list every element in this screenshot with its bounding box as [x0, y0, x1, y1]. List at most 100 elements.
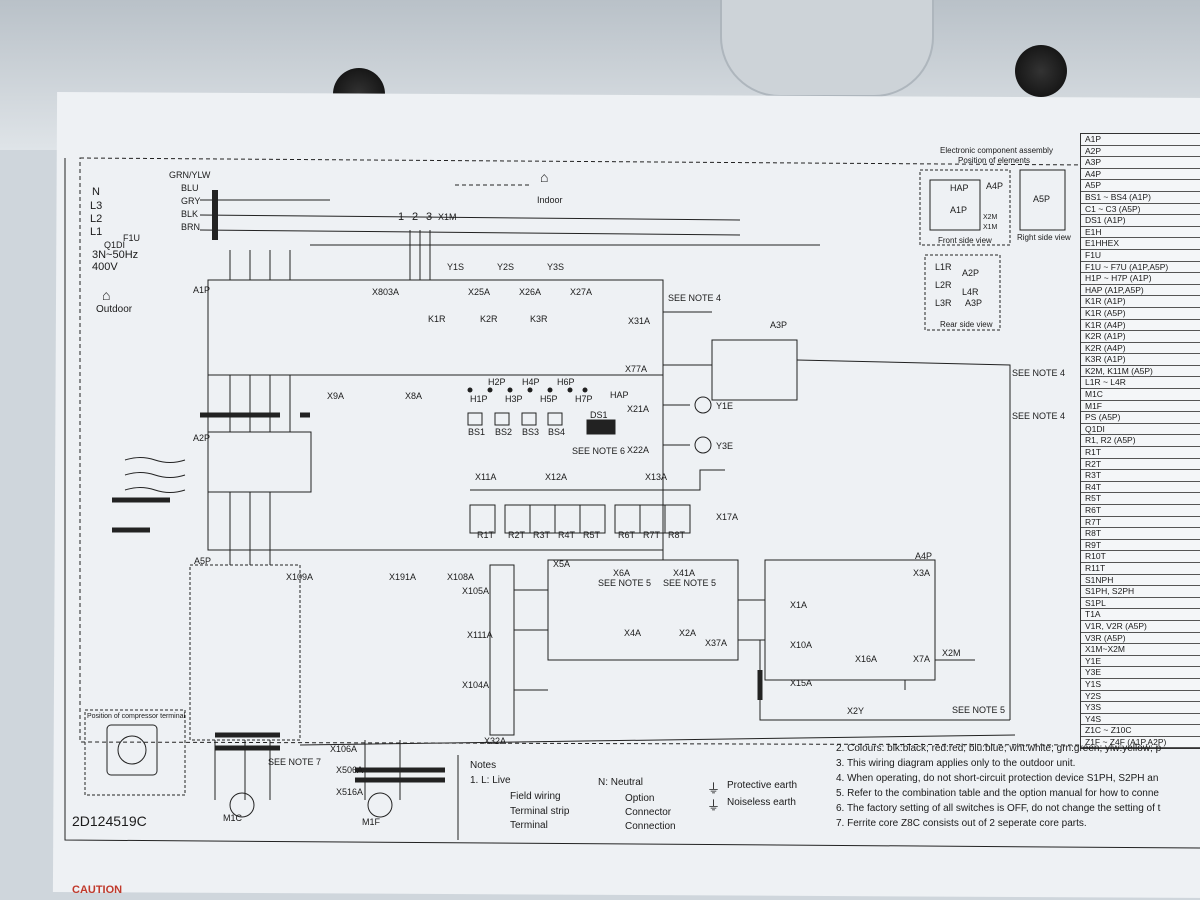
see-note-7: SEE NOTE 7: [268, 757, 322, 767]
legend-row: R2T: [1081, 459, 1200, 471]
conn-x104a: X104A: [462, 680, 490, 690]
legend-row: Z1F ~ Z4F (A1P,A2P): [1081, 737, 1200, 749]
terminal-n: N: [92, 186, 100, 198]
conn-x2m: X2M: [942, 648, 961, 658]
board-a5p: A5P: [194, 556, 212, 566]
motor-m1f: M1F: [362, 817, 380, 827]
conn-x105a: X105A: [462, 586, 490, 596]
solenoid-y2s: Y2S: [497, 262, 515, 272]
legend-row: F1U: [1081, 250, 1200, 262]
note-2: 2. Colours: blk:black; red:red; blu:blue…: [836, 743, 1162, 754]
document-id: 2D124519C: [72, 813, 147, 829]
legend-row: R3T: [1081, 470, 1200, 482]
terminal-l3: L3: [90, 200, 103, 212]
x1m-terminal-1: 1: [398, 211, 405, 223]
supply-line2: 400V: [92, 261, 118, 273]
a4p-box: [764, 559, 936, 681]
front-item-x1m: X1M: [983, 224, 998, 231]
motor-m1c: M1C: [223, 813, 243, 823]
option-box: [547, 559, 739, 661]
legend-row: K1R (A4P): [1081, 320, 1200, 332]
a3p-box: [711, 339, 798, 401]
conn-x7a: X7A: [913, 654, 931, 664]
board-a1p: A1P: [193, 285, 211, 295]
protective-earth-icon: ⏚: [707, 781, 721, 796]
legend-row: HAP (A1P,A5P): [1081, 285, 1200, 297]
legend-row: K2R (A4P): [1081, 343, 1200, 355]
legend-row: T1A: [1081, 609, 1200, 621]
front-item-a4p: A4P: [986, 181, 1004, 191]
symbol-field-wiring: Field wiring: [510, 791, 561, 802]
thermistor-r7t: R7T: [643, 530, 661, 540]
x32a-strip: [489, 564, 515, 736]
front-item-x2m: X2M: [983, 214, 998, 221]
conn-x37a: X37A: [705, 638, 728, 648]
a1p-lower: [207, 374, 664, 551]
conn-x3a: X3A: [913, 568, 931, 578]
thermistor-r2t: R2T: [508, 530, 526, 540]
conn-x506a: X506A: [336, 765, 364, 775]
note-5: 5. Refer to the combination table and th…: [836, 788, 1159, 799]
rear-item-a2p: A2P: [962, 268, 980, 278]
legend-row: K1R (A1P): [1081, 296, 1200, 308]
symbol-protective-earth: Protective earth: [727, 780, 798, 791]
motor-y3e: Y3E: [716, 441, 734, 451]
x1m-label: X1M: [438, 212, 457, 222]
switch-bs4: BS4: [548, 427, 566, 437]
led-h1p: H1P: [470, 394, 488, 404]
conn-x8a: X8A: [405, 391, 423, 401]
legend-row: A3P: [1081, 157, 1200, 169]
legend-row: L1R ~ L4R: [1081, 377, 1200, 390]
conn-x15a: X15A: [790, 678, 813, 688]
board-a2p: A2P: [193, 433, 211, 443]
conn-x27a: X27A: [570, 287, 593, 297]
legend-row: A5P: [1081, 180, 1200, 192]
note-7: 7. Ferrite core Z8C consists out of 2 se…: [836, 818, 1087, 829]
legend-row: BS1 ~ BS4 (A1P): [1081, 192, 1200, 204]
a2p-box: [207, 431, 312, 493]
a5p-box: [189, 564, 301, 741]
front-item-a1p: A1P: [950, 205, 968, 215]
thermistor-r5t: R5T: [583, 530, 601, 540]
legend-row: R10T: [1081, 551, 1200, 563]
terminal-l2: L2: [90, 213, 103, 225]
conn-x516a: X516A: [336, 787, 364, 797]
caution-label: CAUTION: [72, 884, 123, 896]
legend-row: R1T: [1081, 447, 1200, 459]
conn-x191a: X191A: [389, 572, 417, 582]
symbol-noiseless-earth: Noiseless earth: [727, 797, 796, 808]
conn-x17a: X17A: [716, 512, 739, 522]
legend-row: E1HHEX: [1081, 238, 1200, 250]
conn-x2y: X2Y: [847, 706, 865, 716]
legend-row: R5T: [1081, 493, 1200, 505]
solenoid-y1s: Y1S: [447, 262, 465, 272]
legend-row: DS1 (A1P): [1081, 215, 1200, 227]
legend-row: Q1DI: [1081, 424, 1200, 436]
x1m-terminal-2: 2: [412, 211, 419, 223]
conn-x106a: X106A: [330, 744, 358, 754]
conn-x5a: X5A: [553, 559, 571, 569]
legend-row: S1PL: [1081, 598, 1200, 610]
legend-row: Y3S: [1081, 702, 1200, 714]
supply-line1: 3N~50Hz: [92, 249, 139, 261]
component-position-title2: Position of elements: [958, 156, 1031, 165]
legend-row: S1NPH: [1081, 575, 1200, 587]
rear-item-a3p: A3P: [965, 298, 983, 308]
casing-notch: [720, 0, 934, 97]
wire-grn-ylw: GRN/YLW: [169, 170, 211, 180]
legend-row: K2R (A1P): [1081, 331, 1200, 343]
sheet-border: [64, 158, 1200, 849]
conn-x109a: X109A: [286, 572, 314, 582]
legend-row: M1F: [1081, 401, 1200, 413]
legend-row: R1, R2 (A5P): [1081, 435, 1200, 448]
conn-x4a: X4A: [624, 628, 642, 638]
board-a3p: A3P: [770, 320, 788, 330]
right-item-a5p: A5P: [1033, 194, 1051, 204]
notes-item1: 1. L: Live: [470, 775, 511, 786]
relay-k3r: K3R: [530, 314, 548, 324]
led-hap: HAP: [610, 390, 629, 400]
symbol-terminal: Terminal: [510, 820, 548, 831]
note-6: 6. The factory setting of all switches i…: [836, 803, 1161, 814]
see-note-5-c: SEE NOTE 5: [952, 705, 1006, 715]
